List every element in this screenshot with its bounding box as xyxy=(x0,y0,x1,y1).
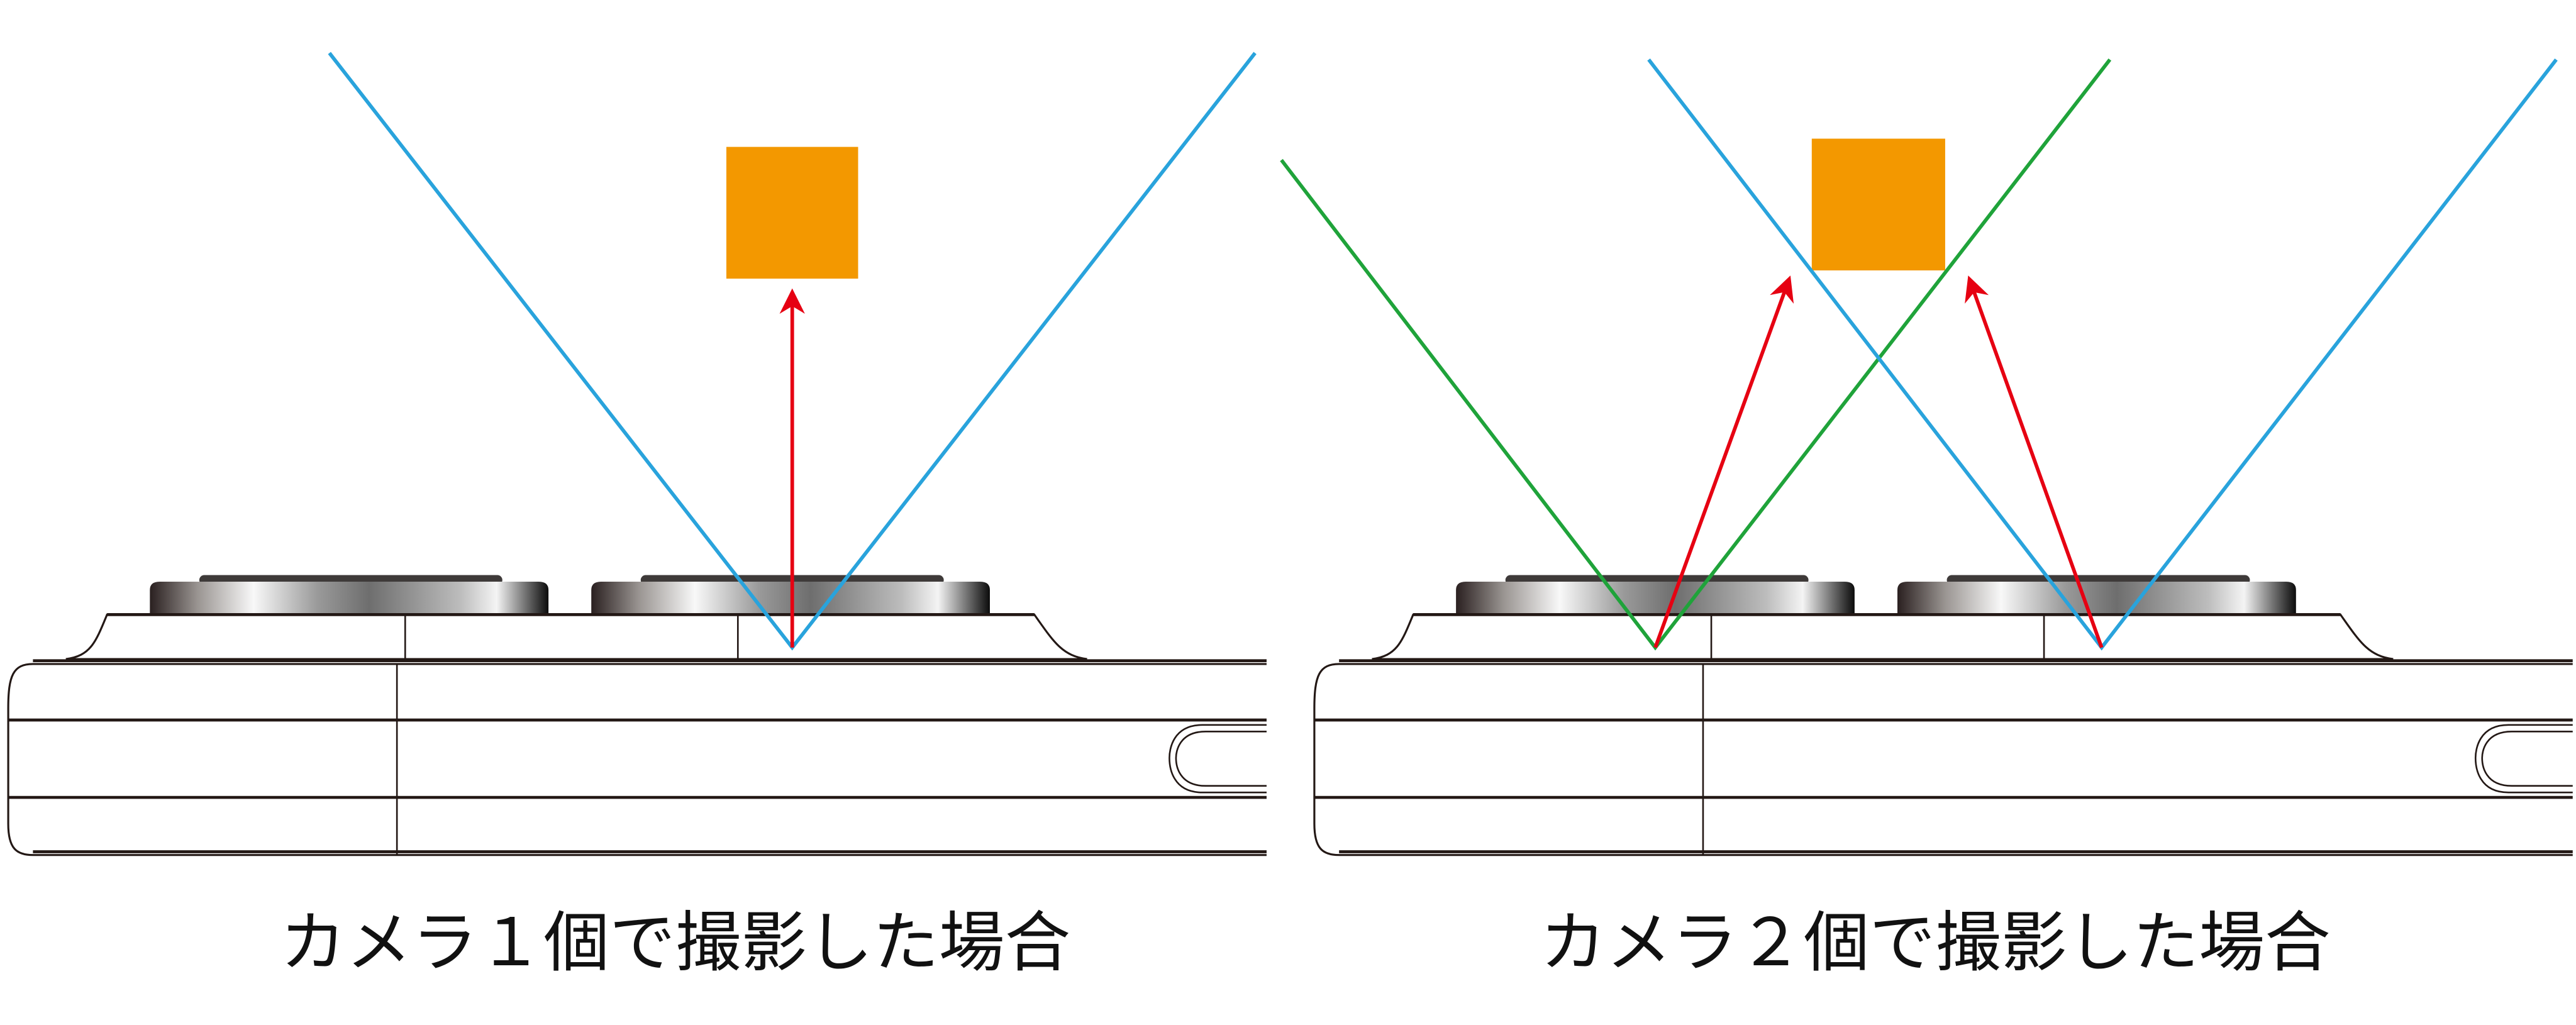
subject-square xyxy=(726,147,858,279)
subject-square xyxy=(1811,138,1945,271)
camera-body-illustration xyxy=(8,575,1267,855)
panel-dual-camera: カメラ２個で撮影した場合 xyxy=(1280,58,2573,981)
view-cone-camera-2 xyxy=(1647,58,2558,651)
camera-body-illustration xyxy=(1314,575,2573,855)
ray-arrow-camera-1 xyxy=(1653,275,1794,648)
ray-arrow-camera-2 xyxy=(1965,275,2104,648)
view-cone-camera-1 xyxy=(1280,58,2112,651)
caption-dual-camera: カメラ２個で撮影した場合 xyxy=(1540,904,2331,981)
panel-single-camera: カメラ１個で撮影した場合 xyxy=(8,52,1267,981)
caption-single-camera: カメラ１個で撮影した場合 xyxy=(280,904,1070,981)
